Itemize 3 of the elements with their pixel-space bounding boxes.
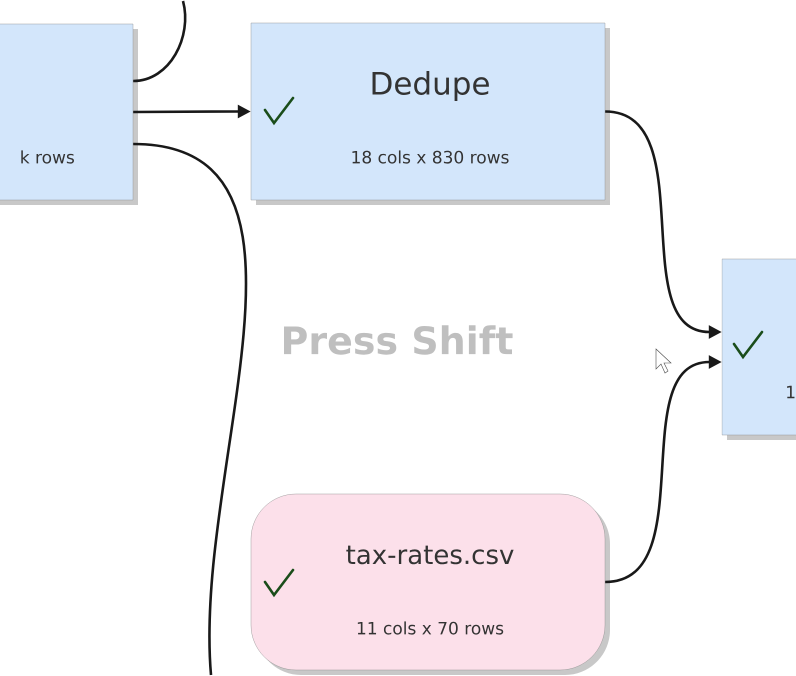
connector-line [133,0,186,82]
connector-line [133,142,248,676]
hint-text: Press Shift [284,325,513,355]
